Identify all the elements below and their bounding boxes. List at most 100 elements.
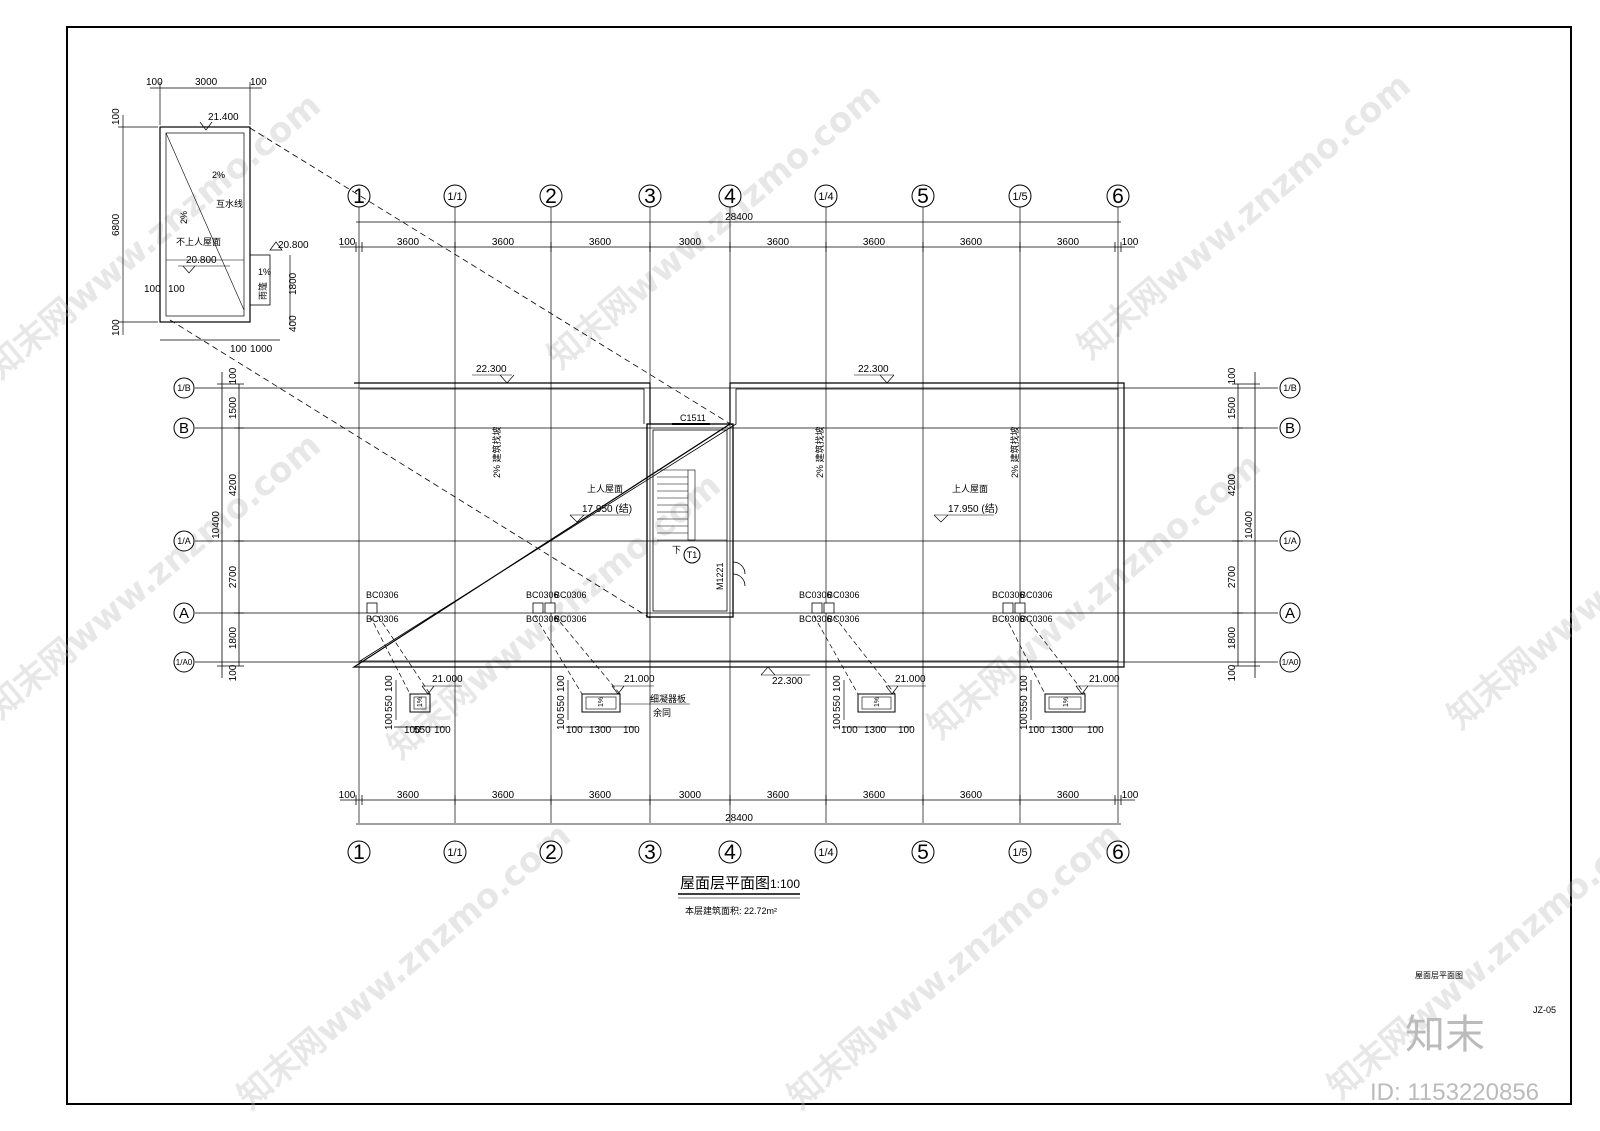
inset-dimension: 6800 xyxy=(111,213,122,236)
right-dimension-values: 10400 100 1500 4200 2700 1800 100 xyxy=(1227,367,1255,681)
axis-label: 1/A0 xyxy=(1282,658,1299,667)
dimension-value: 1800 xyxy=(1227,626,1238,649)
slope-note: 2% 建筑找坡 xyxy=(1009,426,1020,478)
door-label: M1221 xyxy=(715,562,725,590)
inset-dimension: 100 xyxy=(250,77,267,88)
dimension-value: 100 xyxy=(228,367,239,384)
dimension-value: 4200 xyxy=(1227,473,1238,496)
dimension-value: 100 xyxy=(898,725,915,736)
axis-label: 6 xyxy=(1112,185,1124,208)
dimension-value: 3600 xyxy=(1057,790,1080,801)
right-dimension-lines xyxy=(1232,372,1260,678)
inset-gutter: 雨篷 xyxy=(257,282,268,300)
dimension-value: 3600 xyxy=(397,237,420,248)
inset-roof-note: 不上人屋面 xyxy=(176,237,221,247)
dimension-value: 100 xyxy=(841,725,858,736)
dimension-value: 100 xyxy=(832,675,843,692)
vent-label: BC0306 xyxy=(992,590,1025,600)
axis-label: 1/A xyxy=(177,536,191,546)
dimension-value: 550 xyxy=(556,695,567,712)
dimension-value: 1300 xyxy=(1051,725,1074,736)
vent-note: 细凝器板 xyxy=(650,693,686,704)
dimension-value: 3600 xyxy=(1057,237,1080,248)
dimension-value: 3600 xyxy=(863,790,886,801)
inset-small-dimension: 100 xyxy=(168,284,185,295)
vent-label: BC0306 xyxy=(1020,590,1053,600)
axis-label: 6 xyxy=(1112,841,1124,864)
dimension-value: 3600 xyxy=(767,790,790,801)
dimension-value: 1500 xyxy=(228,396,239,419)
roof-label-right: 上人屋面 xyxy=(952,484,988,494)
dimension-value: 550 xyxy=(414,725,431,736)
inset-small-dimension: 100 xyxy=(144,284,161,295)
horizontal-grid-lines xyxy=(195,387,1278,663)
axis-label: 4 xyxy=(724,185,736,208)
axis-label: 3 xyxy=(644,185,656,208)
vent-slope: 1% xyxy=(1063,697,1070,707)
drawing-frame xyxy=(66,26,1572,1105)
dimension-value: 3600 xyxy=(863,237,886,248)
axis-label: 1/5 xyxy=(1012,191,1027,203)
dimension-value: 550 xyxy=(384,695,395,712)
axis-label: 5 xyxy=(917,185,929,208)
axis-label: A xyxy=(179,605,189,622)
vent-labels: BC0306 BC0306 BC0306 BC0306 BC0306 BC030… xyxy=(366,590,1053,624)
left-axis-labels: 1/B B 1/A A 1/A0 xyxy=(173,377,195,673)
bottom-dimension-values: 100 3600 3600 3600 3000 3600 3600 3600 3… xyxy=(339,790,1139,801)
brand-logo: 知末 xyxy=(1405,1013,1485,1057)
dimension-value: 100 xyxy=(556,675,567,692)
axis-label: B xyxy=(179,420,189,437)
dimension-value: 100 xyxy=(832,713,843,730)
inset-roof-elevation: 20.800 xyxy=(186,255,217,266)
vent-label: BC0306 xyxy=(366,590,399,600)
stair-core xyxy=(646,423,734,618)
vent-label: BC0306 xyxy=(827,614,860,624)
dimension-value: 100 xyxy=(228,664,239,681)
watermark: 知末网www.znzmo.com xyxy=(0,85,329,387)
bottom-dimension-lines xyxy=(340,795,1135,825)
vent-detail-elevations: 21.000 21.000 21.000 21.000 xyxy=(421,674,1120,695)
dimension-value: 3600 xyxy=(397,790,420,801)
dimension-value: 1800 xyxy=(228,626,239,649)
bottom-axis-labels: 1 1/1 2 3 4 1/4 5 1/5 6 xyxy=(347,840,1130,864)
right-axis-labels: 1/B B 1/A A 1/A0 xyxy=(1279,377,1301,673)
inset-slope: 2% xyxy=(179,211,189,224)
dimension-value: 3600 xyxy=(960,790,983,801)
axis-label: 2 xyxy=(545,841,557,864)
dimension-value: 100 xyxy=(384,675,395,692)
window-label: C1511 xyxy=(680,413,706,423)
vertical-grid-lines xyxy=(358,207,1119,823)
dimension-value: 3000 xyxy=(679,237,702,248)
area-note: 本层建筑面积: 22.72m² xyxy=(685,905,777,916)
vent-detail-dimension-lines xyxy=(394,680,1101,728)
top-dimension-lines xyxy=(340,221,1135,252)
roof-outline xyxy=(351,382,1125,668)
dimension-value: 3600 xyxy=(492,790,515,801)
dimension-value: 1300 xyxy=(864,725,887,736)
inset-step-dimension: 400 xyxy=(288,315,299,332)
axis-label: 5 xyxy=(917,841,929,864)
slope-note: 2% 建筑找坡 xyxy=(814,426,825,478)
sheet-name: 屋面层平面图 xyxy=(1415,971,1463,980)
vent-label: BC0306 xyxy=(1020,614,1053,624)
dimension-value: 100 xyxy=(556,713,567,730)
dimension-value: 100 xyxy=(1019,713,1030,730)
dimension-value: 100 xyxy=(434,725,451,736)
vent-slope: 1% xyxy=(417,697,424,707)
vent-label: BC0306 xyxy=(554,590,587,600)
axis-label: 1 xyxy=(353,841,365,864)
vent-label: BC0306 xyxy=(526,590,559,600)
elevation-value: 22.300 xyxy=(772,676,803,687)
dimension-value: 3600 xyxy=(767,237,790,248)
inset-bottom-dimension: 100 xyxy=(230,344,247,355)
inset-step-slope: 1% xyxy=(258,267,271,277)
dimension-value: 3000 xyxy=(679,790,702,801)
drawing-title: 屋面层平面图 xyxy=(680,875,770,892)
roof-elevation-right: 17.950 (结) xyxy=(948,502,998,515)
dimension-value: 4200 xyxy=(228,473,239,496)
dimension-value: 2700 xyxy=(1227,565,1238,588)
detail-callout-lines xyxy=(169,127,733,619)
vent-label: BC0306 xyxy=(992,614,1025,624)
dimension-value: 100 xyxy=(566,725,583,736)
inset-dimension: 3000 xyxy=(195,77,218,88)
